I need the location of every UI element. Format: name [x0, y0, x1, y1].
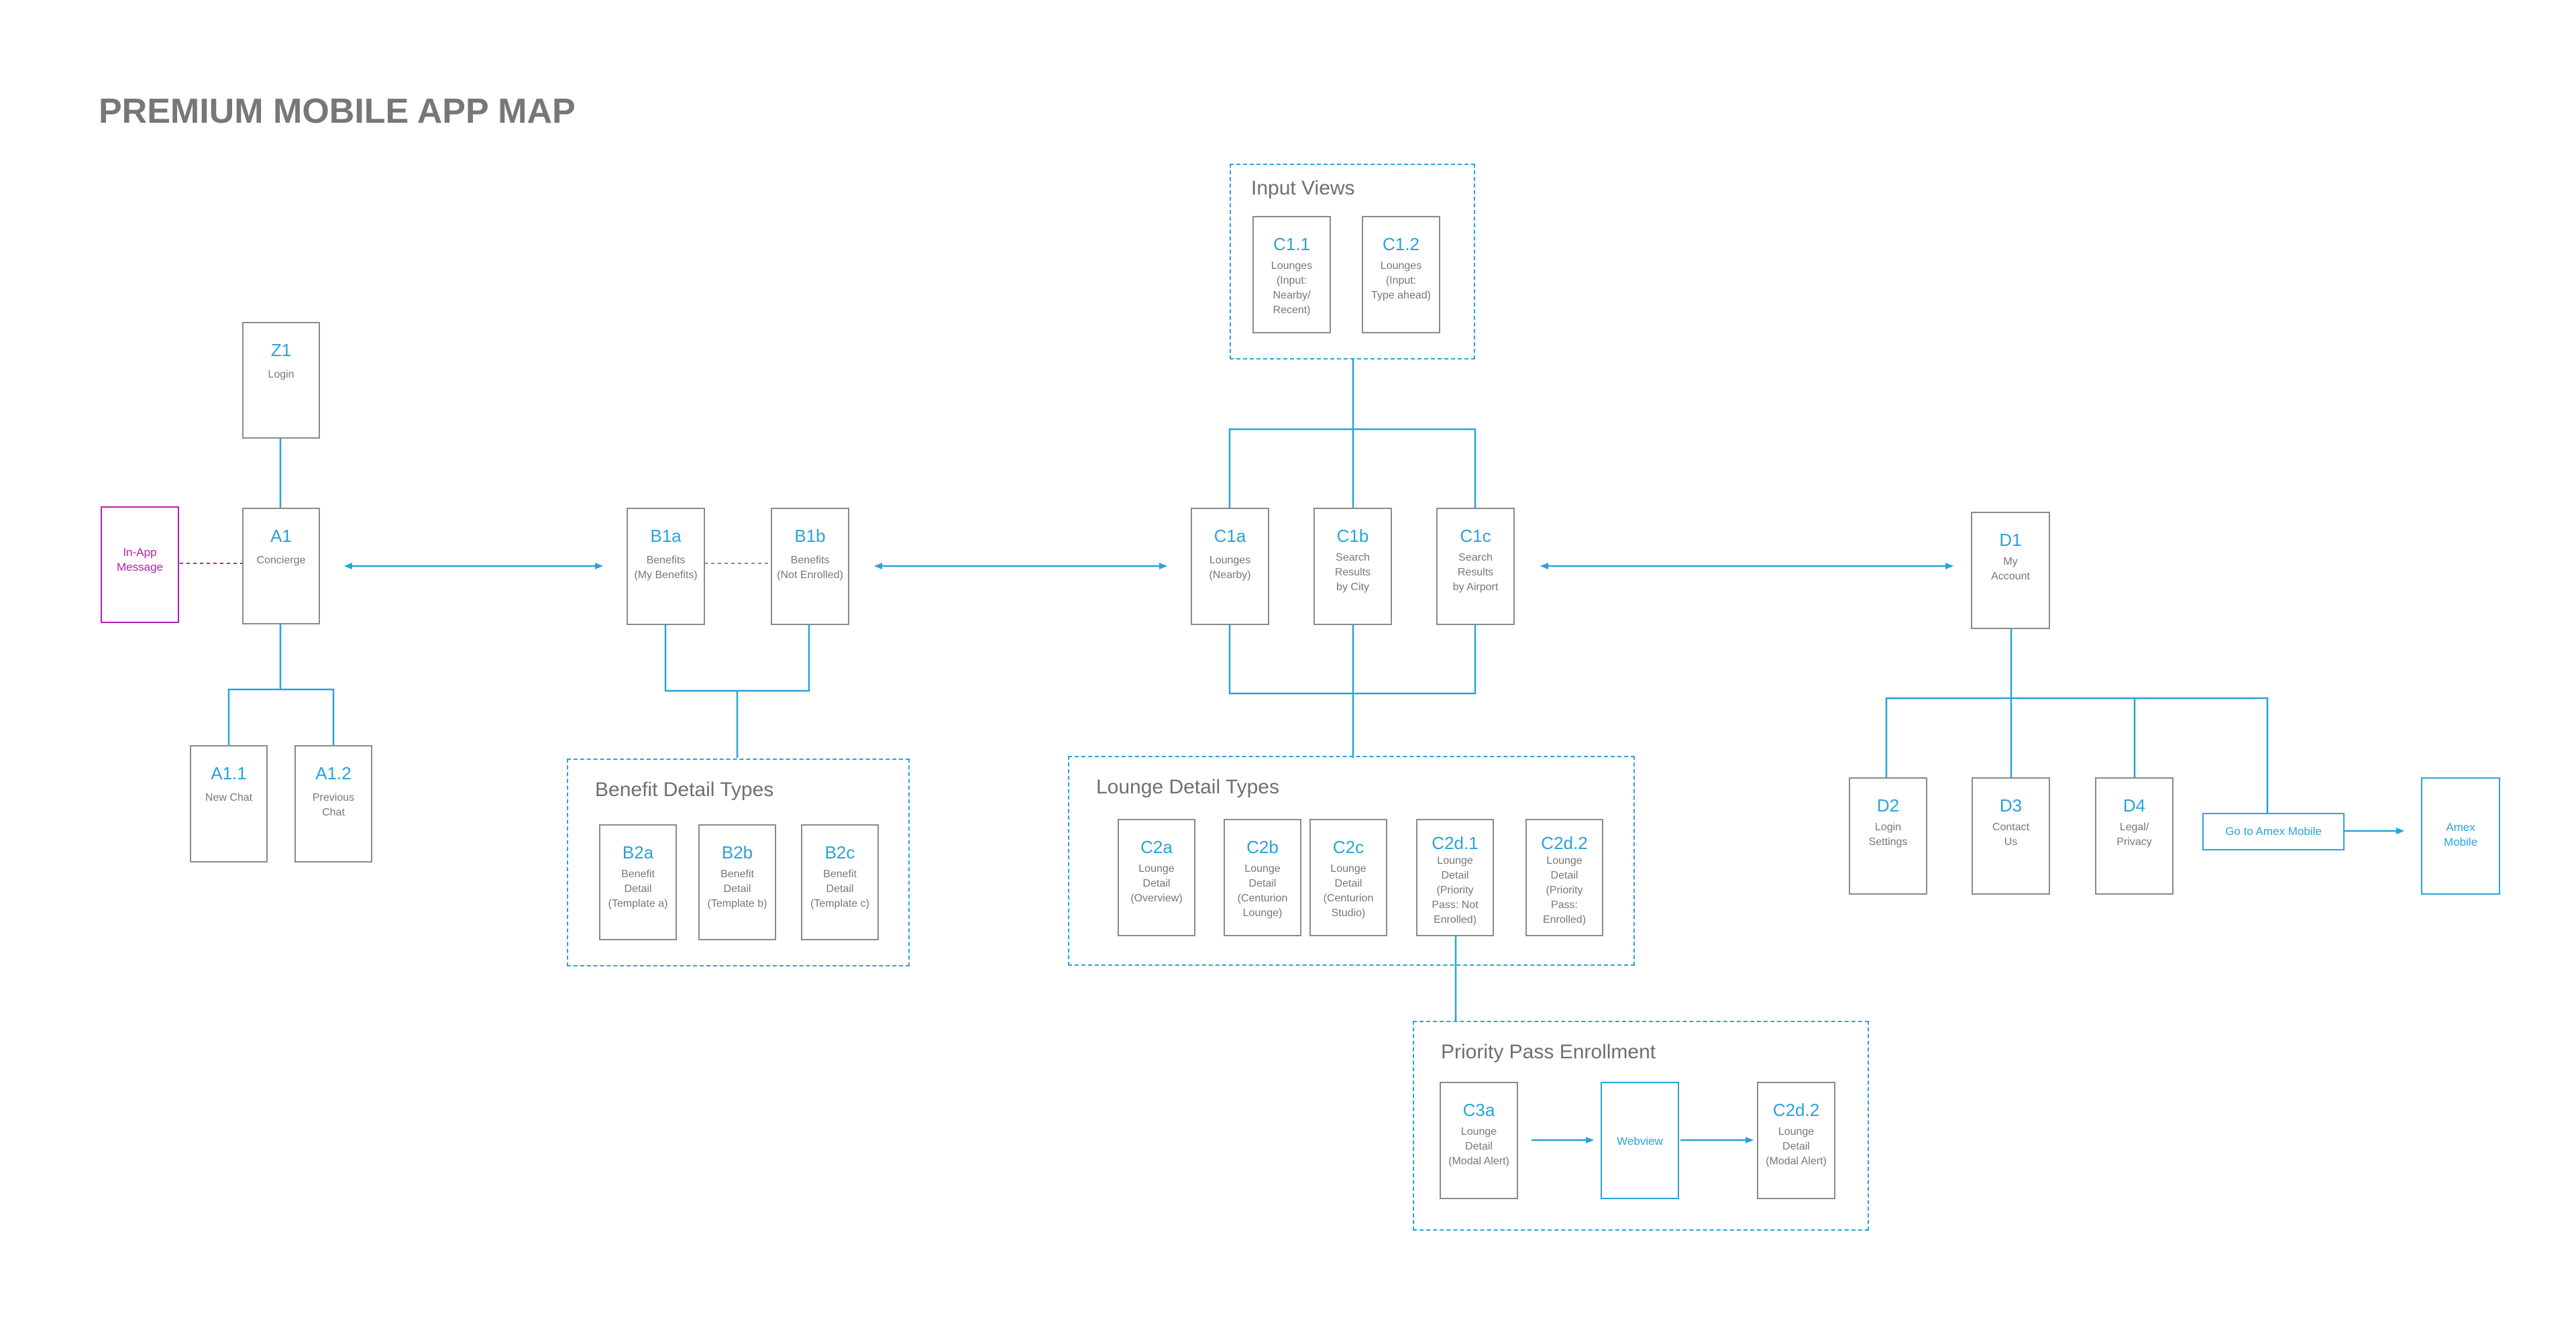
node-code: A1.2: [315, 763, 352, 783]
node-label: Lounge Detail (Centurion Lounge): [1237, 863, 1288, 919]
node-code: C2d.2: [1541, 833, 1588, 853]
node-code: Z1: [270, 340, 292, 360]
group-label: Input Views: [1251, 177, 1355, 199]
node-c1b[interactable]: C1b Search Results by City: [1313, 508, 1392, 625]
node-code: C1b: [1336, 526, 1369, 546]
node-label: Lounge Detail (Overview): [1130, 863, 1183, 904]
node-label: Previous Chat: [312, 792, 355, 818]
group-label: Lounge Detail Types: [1096, 776, 1279, 798]
node-code: C2a: [1140, 837, 1173, 857]
node-label: Lounge Detail (Centurion Studio): [1323, 863, 1374, 919]
node-code: C2d.1: [1432, 833, 1479, 853]
node-label: Concierge: [256, 555, 306, 566]
b1-group-connector: [664, 624, 810, 692]
node-label: My Account: [1991, 556, 2030, 582]
node-label: Search Results by Airport: [1452, 552, 1499, 593]
node-code: D4: [2123, 795, 2146, 816]
node-a1[interactable]: A1 Concierge: [242, 508, 320, 624]
node-webview[interactable]: Webview: [1601, 1082, 1679, 1199]
d-bracket: [1885, 697, 2269, 830]
node-label: Lounge Detail (Modal Alert): [1448, 1126, 1509, 1167]
node-label: Lounge Detail (Priority Pass: Enrolled): [1542, 855, 1587, 926]
node-code: C3a: [1462, 1100, 1495, 1120]
node-label: Lounges (Nearby): [1209, 555, 1251, 581]
node-label: Search Results by City: [1334, 552, 1371, 593]
node-c3a[interactable]: C3a Lounge Detail (Modal Alert): [1440, 1082, 1518, 1199]
node-a1-1[interactable]: A1.1 New Chat: [190, 745, 268, 862]
group-priority-pass-enrollment: Priority Pass Enrollment: [1413, 1021, 1869, 1231]
node-label: Lounge Detail (Modal Alert): [1766, 1126, 1827, 1167]
node-label: Benefit Detail (Template c): [810, 869, 870, 909]
node-amex-mobile[interactable]: Amex Mobile: [2421, 777, 2500, 895]
node-d3[interactable]: D3 Contact Us: [1972, 777, 2050, 895]
node-code: A1.1: [211, 763, 247, 783]
node-c2d-2-modal[interactable]: C2d.2 Lounge Detail (Modal Alert): [1757, 1082, 1835, 1199]
node-c1c[interactable]: C1c Search Results by Airport: [1436, 508, 1515, 625]
node-code: D2: [1876, 795, 1900, 816]
node-b1b[interactable]: B1b Benefits (Not Enrolled): [771, 508, 849, 625]
node-code: B2a: [622, 842, 654, 862]
node-c2d-1[interactable]: C2d.1 Lounge Detail (Priority Pass: Not …: [1416, 819, 1494, 936]
node-c2a[interactable]: C2a Lounge Detail (Overview): [1118, 819, 1195, 936]
group-label: Priority Pass Enrollment: [1441, 1041, 1656, 1063]
node-label: Benefits (Not Enrolled): [777, 555, 843, 581]
a1-children-connector-right: [280, 688, 335, 745]
node-c2c[interactable]: C2c Lounge Detail (Centurion Studio): [1309, 819, 1387, 936]
node-label: Lounges (Input: Type ahead): [1371, 260, 1431, 301]
node-label: Lounge Detail (Priority Pass: Not Enroll…: [1432, 855, 1479, 926]
group-benefit-detail-types: Benefit Detail Types: [567, 759, 910, 966]
node-z1[interactable]: Z1 Login: [242, 322, 320, 439]
node-c1a[interactable]: C1a Lounges (Nearby): [1191, 508, 1269, 625]
node-label: Login: [268, 369, 294, 380]
node-c1-2[interactable]: C1.2 Lounges (Input: Type ahead): [1362, 216, 1440, 333]
node-c1-1[interactable]: C1.1 Lounges (Input: Nearby/ Recent): [1252, 216, 1331, 333]
node-code: A1: [270, 526, 292, 546]
node-b2b[interactable]: B2b Benefit Detail (Template b): [698, 824, 776, 940]
node-d2[interactable]: D2 Login Settings: [1849, 777, 1927, 895]
go-to-amex-mobile-button[interactable]: Go to Amex Mobile: [2202, 813, 2345, 850]
node-label: Amex Mobile: [2443, 821, 2478, 848]
node-code: B2b: [721, 842, 753, 862]
node-label: In-App Message: [117, 546, 163, 573]
node-code: C2b: [1246, 837, 1279, 857]
node-b2a[interactable]: B2a Benefit Detail (Template a): [599, 824, 677, 940]
node-label: Lounges (Input: Nearby/ Recent): [1271, 260, 1313, 316]
node-label: Benefit Detail (Template a): [608, 869, 668, 909]
group-input-views: Input Views: [1230, 164, 1475, 359]
group-lounge-detail-types: Lounge Detail Types: [1068, 756, 1635, 966]
node-code: C1c: [1460, 526, 1491, 546]
node-d1[interactable]: D1 My Account: [1971, 512, 2050, 629]
page-title: PREMIUM MOBILE APP MAP: [99, 92, 576, 131]
node-b1a[interactable]: B1a Benefits (My Benefits): [627, 508, 705, 625]
node-label: Legal/ Privacy: [2116, 822, 2152, 848]
node-label: Benefits (My Benefits): [634, 555, 698, 581]
node-label: Webview: [1617, 1135, 1663, 1148]
node-label: Contact Us: [1992, 822, 2030, 848]
node-c2b[interactable]: C2b Lounge Detail (Centurion Lounge): [1224, 819, 1301, 936]
node-code: C1.1: [1273, 234, 1310, 254]
node-code: D3: [1999, 795, 2023, 816]
node-d4[interactable]: D4 Legal/ Privacy: [2095, 777, 2174, 895]
node-code: C2d.2: [1772, 1100, 1820, 1120]
node-label: Benefit Detail (Template b): [707, 869, 767, 909]
node-label: New Chat: [205, 792, 253, 803]
node-code: C2c: [1332, 837, 1364, 857]
node-a1-2[interactable]: A1.2 Previous Chat: [294, 745, 372, 862]
node-code: B2c: [824, 842, 855, 862]
node-code: B1a: [650, 526, 682, 546]
node-code: B1b: [794, 526, 826, 546]
a1-children-connector: [227, 622, 282, 745]
node-label: Login Settings: [1868, 822, 1908, 848]
node-code: C1a: [1214, 526, 1246, 546]
group-label: Benefit Detail Types: [595, 779, 774, 801]
node-code: C1.2: [1383, 234, 1419, 254]
node-b2c[interactable]: B2c Benefit Detail (Template c): [801, 824, 879, 940]
node-c2d-2[interactable]: C2d.2 Lounge Detail (Priority Pass: Enro…: [1525, 819, 1603, 936]
node-code: D1: [1999, 530, 2022, 550]
node-in-app-message[interactable]: In-App Message: [101, 506, 179, 623]
